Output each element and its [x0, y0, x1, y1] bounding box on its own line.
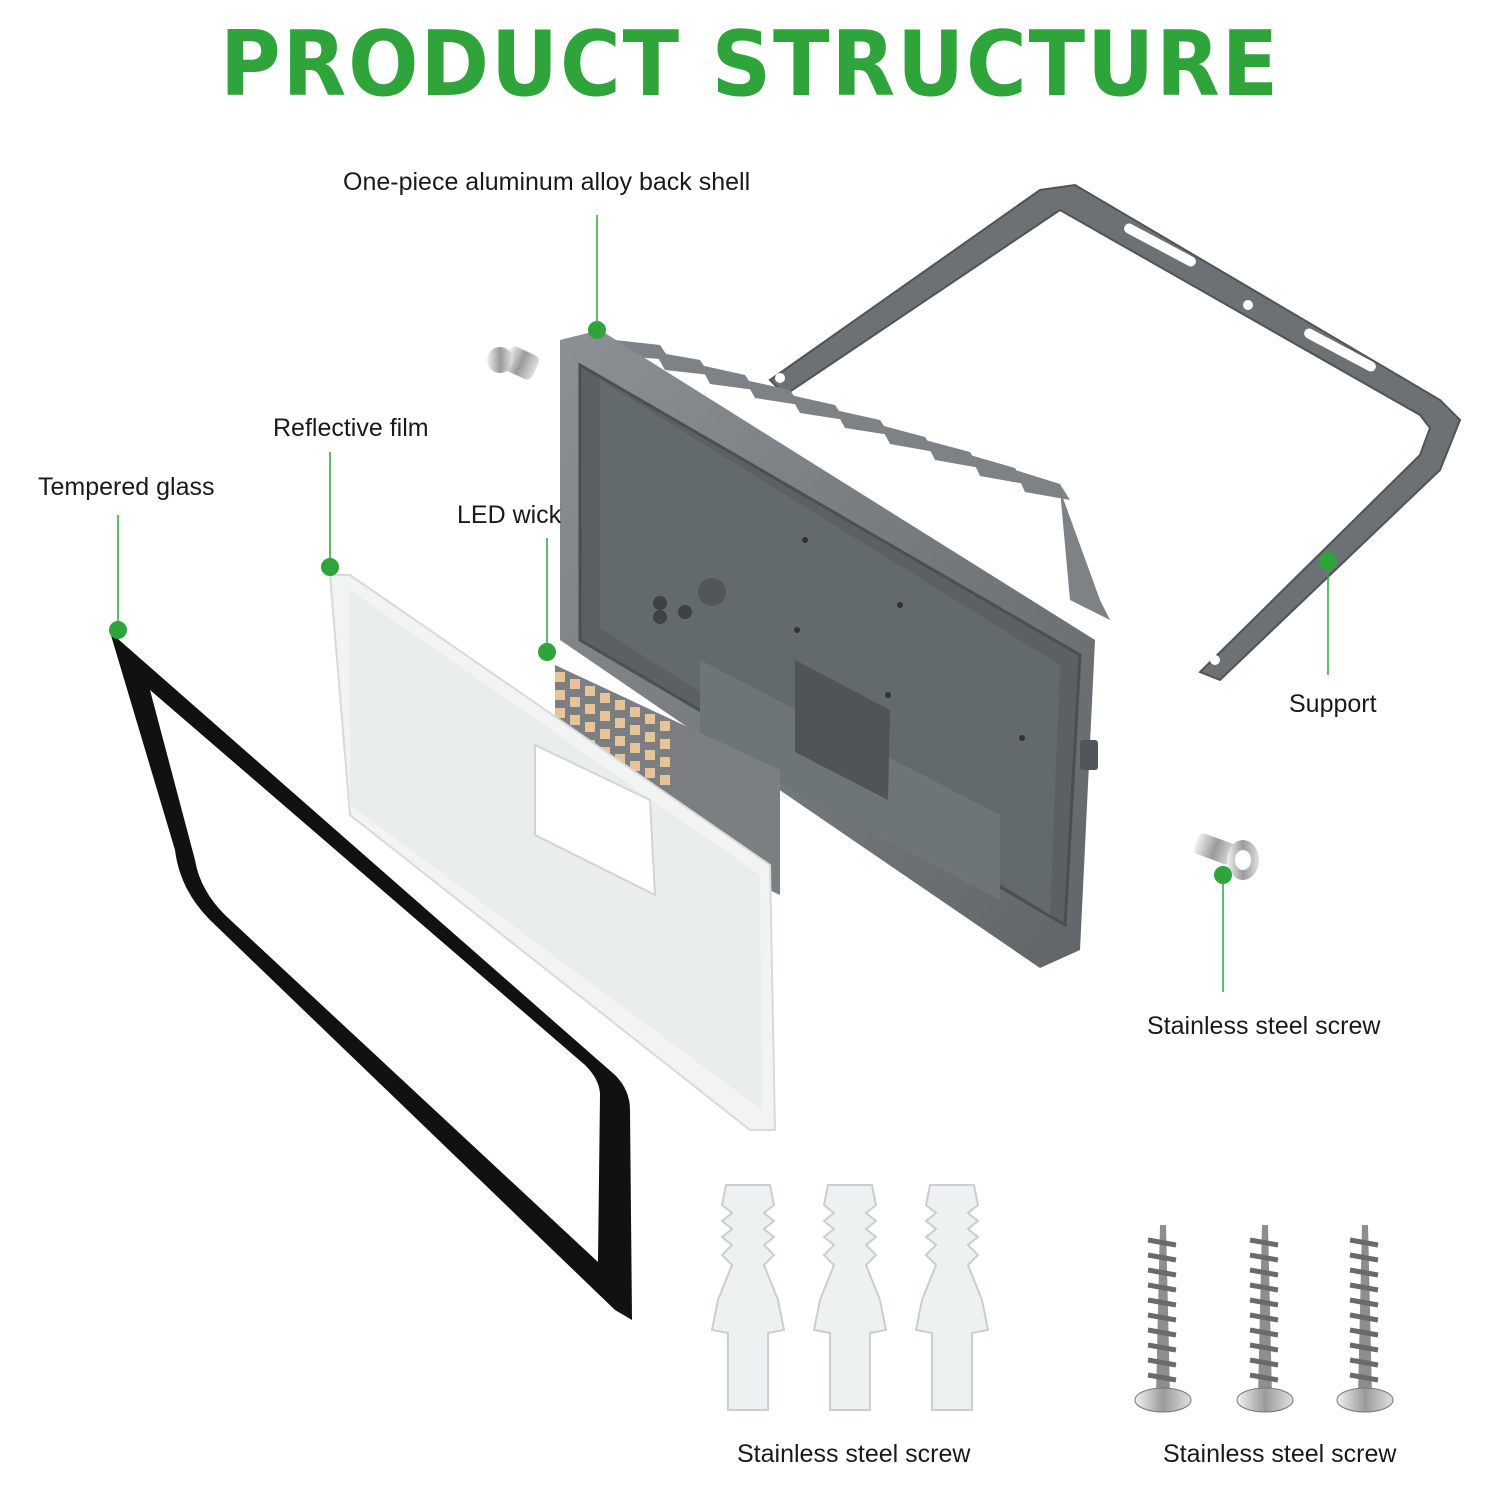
reflective-film — [328, 574, 777, 1131]
tapping-screws — [1134, 1225, 1394, 1413]
leader-dot-reflective-film — [321, 558, 339, 576]
leader-dots — [109, 321, 1337, 884]
label-reflective-film: Reflective film — [273, 414, 429, 442]
support-bracket — [768, 183, 1462, 682]
leader-dot-tempered-glass — [109, 621, 127, 639]
label-back-shell: One-piece aluminum alloy back shell — [343, 168, 751, 196]
label-led-wick: LED wick — [457, 501, 562, 529]
leader-dot-support — [1319, 552, 1337, 570]
label-anchors: Stainless steel screw — [737, 1440, 971, 1468]
label-screws: Stainless steel screw — [1163, 1440, 1397, 1468]
back-shell — [560, 330, 1110, 968]
wall-anchors — [710, 1184, 990, 1411]
set-screw-top — [487, 346, 540, 380]
label-support: Support — [1289, 690, 1377, 718]
page-title: PRODUCT STRUCTURE — [219, 12, 1281, 117]
set-screw-right — [1194, 833, 1259, 880]
leader-dot-led-wick — [538, 643, 556, 661]
leader-dot-back-shell — [588, 321, 606, 339]
leader-lines — [117, 215, 1329, 992]
tempered-glass — [110, 632, 632, 1320]
label-tempered-glass: Tempered glass — [38, 473, 215, 501]
label-screw-right: Stainless steel screw — [1147, 1012, 1381, 1040]
leader-dot-screw-right — [1214, 866, 1232, 884]
